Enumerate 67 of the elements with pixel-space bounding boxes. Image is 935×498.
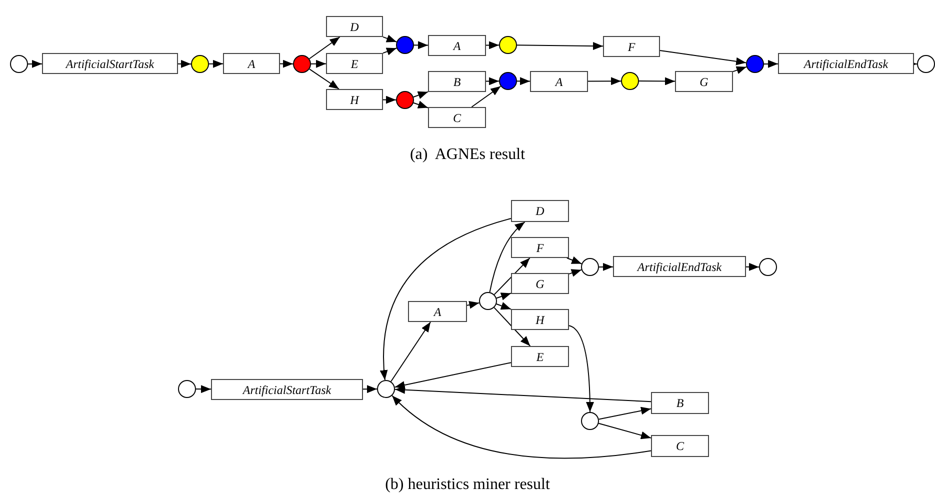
arrow (588, 77, 622, 86)
arrow (598, 422, 652, 440)
arrow (412, 91, 428, 99)
subfigure-caption: (a) AGNEs result (410, 146, 526, 163)
arrow (178, 60, 192, 68)
task-box: E (326, 53, 383, 74)
arrow (196, 385, 212, 394)
arrow (638, 77, 676, 86)
arrow (489, 222, 526, 293)
arrow (764, 60, 778, 68)
arrow (598, 262, 614, 271)
arrow (568, 269, 582, 277)
task-box: E (511, 346, 569, 367)
arrow (308, 68, 340, 90)
arrow (380, 218, 512, 381)
task-box: C (651, 435, 709, 457)
arrow (390, 322, 432, 382)
arrow (486, 41, 500, 50)
arrow (568, 325, 594, 412)
arrow (280, 60, 294, 68)
arrow (471, 86, 502, 108)
arrow (466, 300, 480, 309)
arrow (308, 36, 340, 60)
task-box: D (511, 200, 569, 222)
task-box: A (428, 35, 486, 56)
arrow (494, 307, 531, 346)
arrow (516, 42, 604, 50)
task-box: F (511, 237, 569, 258)
arrow (414, 41, 428, 50)
arrow (382, 34, 398, 42)
arrow (362, 385, 378, 394)
task-box: ArtificialStartTask (42, 53, 178, 74)
arrow (516, 77, 530, 86)
task-box: B (428, 71, 486, 92)
task-box: ArtificialEndTask (778, 53, 914, 74)
arrow (660, 50, 747, 66)
task-box: H (511, 309, 569, 330)
arrow (494, 258, 530, 296)
arrow (496, 292, 512, 300)
task-box: A (408, 301, 467, 322)
task-box: H (326, 89, 383, 110)
arrow (394, 386, 652, 402)
task-box: ArtificialEndTask (613, 256, 746, 277)
arrow (732, 66, 747, 74)
task-box: F (603, 36, 660, 57)
arrow (382, 48, 398, 56)
arrow (496, 302, 512, 310)
arrow (566, 256, 582, 264)
task-box: C (428, 107, 486, 128)
arrow (413, 100, 428, 108)
task-box: G (675, 71, 733, 92)
task-box: D (326, 16, 383, 37)
arrow (392, 395, 652, 459)
arrow (310, 60, 326, 68)
task-box: G (511, 273, 569, 294)
arrow (746, 262, 760, 271)
arrow (382, 96, 396, 104)
arrow (598, 406, 652, 420)
arrow (394, 362, 512, 389)
subfigure-caption: (b) heuristics miner result (385, 476, 550, 493)
arrow (28, 60, 42, 68)
task-box: ArtificialStartTask (211, 379, 363, 400)
task-box: B (651, 392, 709, 414)
arrow (208, 60, 224, 68)
task-box: A (223, 53, 280, 74)
arrow (486, 77, 500, 86)
task-box: A (530, 71, 588, 92)
